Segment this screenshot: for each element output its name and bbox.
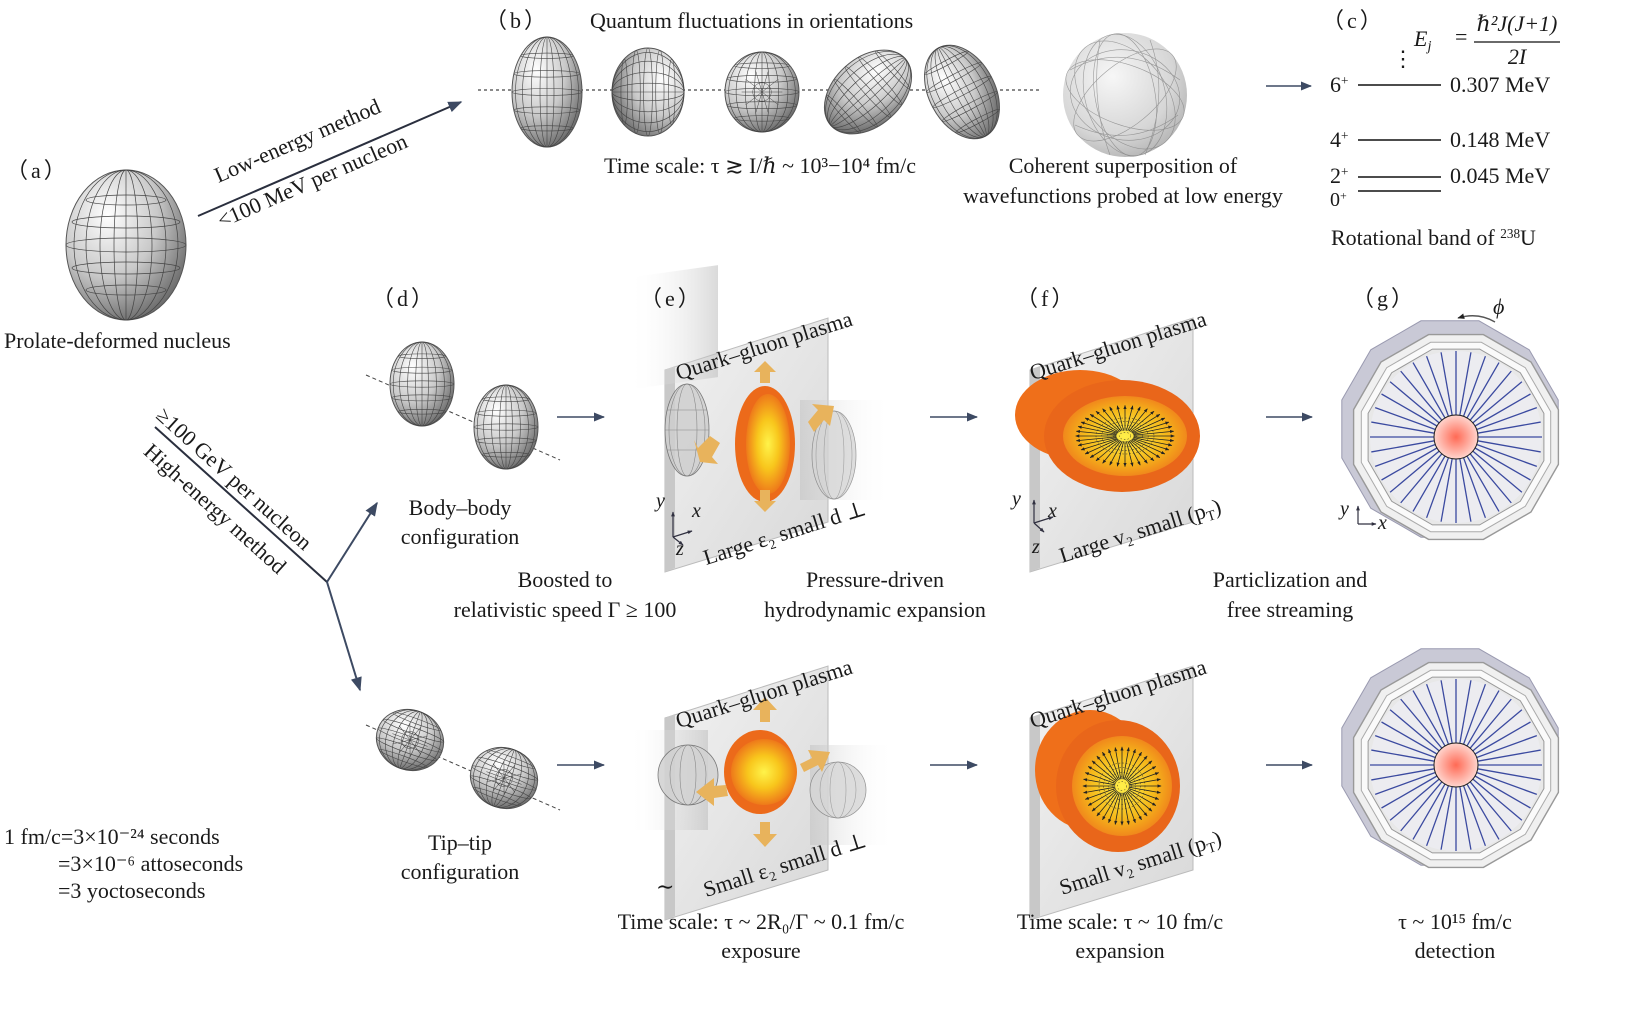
boost-line-2: relativistic speed Γ ≥ 100 [420, 597, 710, 622]
arrow-to-tip-tip [327, 582, 360, 690]
unit-line-2: =3×10⁻⁶ attoseconds [58, 851, 243, 876]
axis-x-f1: x [1048, 500, 1057, 523]
nucleus-end-on [725, 52, 799, 132]
particlization-line-1: Particlization and [1170, 567, 1410, 592]
level-4-spin: 4+ [1330, 127, 1348, 152]
superposition-line-1: Coherent superposition of [948, 153, 1298, 178]
panel-label-f: （f） [1016, 286, 1076, 311]
tip-tip-line-2: configuration [380, 859, 540, 884]
axis-x-g1: x [1378, 512, 1387, 535]
low-energy-timescale: Time scale: τ ≳ I/ℏ ~ 10³−10⁴ fm/c [604, 153, 916, 178]
panel-label-g: （g） [1352, 286, 1416, 311]
panel-label-d: （d） [372, 286, 436, 311]
boost-line-1: Boosted to [440, 567, 690, 592]
panel-label-b: （b） [485, 8, 549, 33]
nucleus-tilted-left [909, 32, 1014, 151]
fluctuations-title: Quantum fluctuations in orientations [590, 8, 913, 33]
particlization-line-2: free streaming [1170, 597, 1410, 622]
ellipsis-dots: ⋮ [1392, 46, 1414, 71]
unit-line-1: 1 fm/c=3×10⁻²⁴ seconds [4, 824, 220, 849]
arrow-to-body-body [327, 503, 377, 582]
orientation-nuclei [512, 32, 1015, 151]
body-body-line-1: Body–body [380, 495, 540, 520]
level-2-energy: 0.045 MeV [1450, 163, 1550, 188]
expansion-timescale: Time scale: τ ~ 10 fm/c [990, 909, 1250, 934]
level-6-spin: 6+ [1330, 72, 1348, 97]
prolate-caption: Prolate-deformed nucleus [4, 328, 231, 353]
detection-label: detection [1350, 938, 1560, 963]
panel-label-a: （a） [6, 158, 69, 183]
detection-timescale: τ ~ 10¹⁵ fm/c [1350, 909, 1560, 934]
high-energy-arrow [155, 427, 327, 582]
axis-z-f1: z [1032, 536, 1040, 559]
axis-z-e1: z [676, 538, 684, 561]
level-0-spin: 0+ [1330, 189, 1347, 212]
axis-y-g1: y [1340, 498, 1349, 521]
superposition-line-2: wavefunctions probed at low energy [948, 183, 1298, 208]
collision-point [1434, 743, 1478, 787]
nucleus-tilted-right [808, 33, 928, 150]
formula-denominator: 2I [1470, 44, 1564, 69]
collision-point [1434, 415, 1478, 459]
expansion-label: expansion [990, 938, 1250, 963]
phi-label: ϕ [1493, 294, 1504, 319]
nucleus-upright [512, 37, 582, 147]
nucleus-body-2 [474, 385, 538, 469]
hydro-line-2: hydrodynamic expansion [740, 597, 1010, 622]
axis-y-f1: y [1012, 488, 1021, 511]
level-4-energy: 0.148 MeV [1450, 127, 1550, 152]
nucleus-horizontal [612, 48, 684, 136]
detector-2 [1342, 649, 1559, 868]
tilde-mark: ∼ [656, 874, 674, 899]
panel-label-e: （e） [640, 286, 703, 311]
exposure-timescale: Time scale: τ ~ 2R₀/Γ ~ 0.1 fm/c [596, 909, 926, 934]
exposure-label: exposure [596, 938, 926, 963]
formula-numerator: ℏ²J(J+1) [1470, 11, 1564, 36]
formula-equals: = [1455, 24, 1467, 49]
level-6-energy: 0.307 MeV [1450, 72, 1550, 97]
body-body-line-2: configuration [380, 524, 540, 549]
formula-lhs: Ej [1414, 26, 1431, 51]
detector-1 [1342, 321, 1559, 540]
unit-line-3: =3 yoctoseconds [58, 878, 205, 903]
hydro-line-1: Pressure-driven [740, 567, 1010, 592]
nucleus-body-1 [390, 342, 454, 426]
rotational-band-caption: Rotational band of 238U [1331, 225, 1536, 250]
level-2-spin: 2+ [1330, 163, 1348, 188]
level-lines [1358, 85, 1441, 191]
nucleus-tip-1 [368, 700, 452, 780]
superposition-cloud [1055, 22, 1196, 168]
axis-x-e1: x [692, 500, 701, 523]
panel-label-c: （c） [1322, 8, 1385, 33]
nucleus-tip-2 [462, 738, 546, 818]
prolate-nucleus [66, 170, 186, 320]
tip-tip-line-1: Tip–tip [380, 830, 540, 855]
axis-y-e1: y [656, 490, 665, 513]
